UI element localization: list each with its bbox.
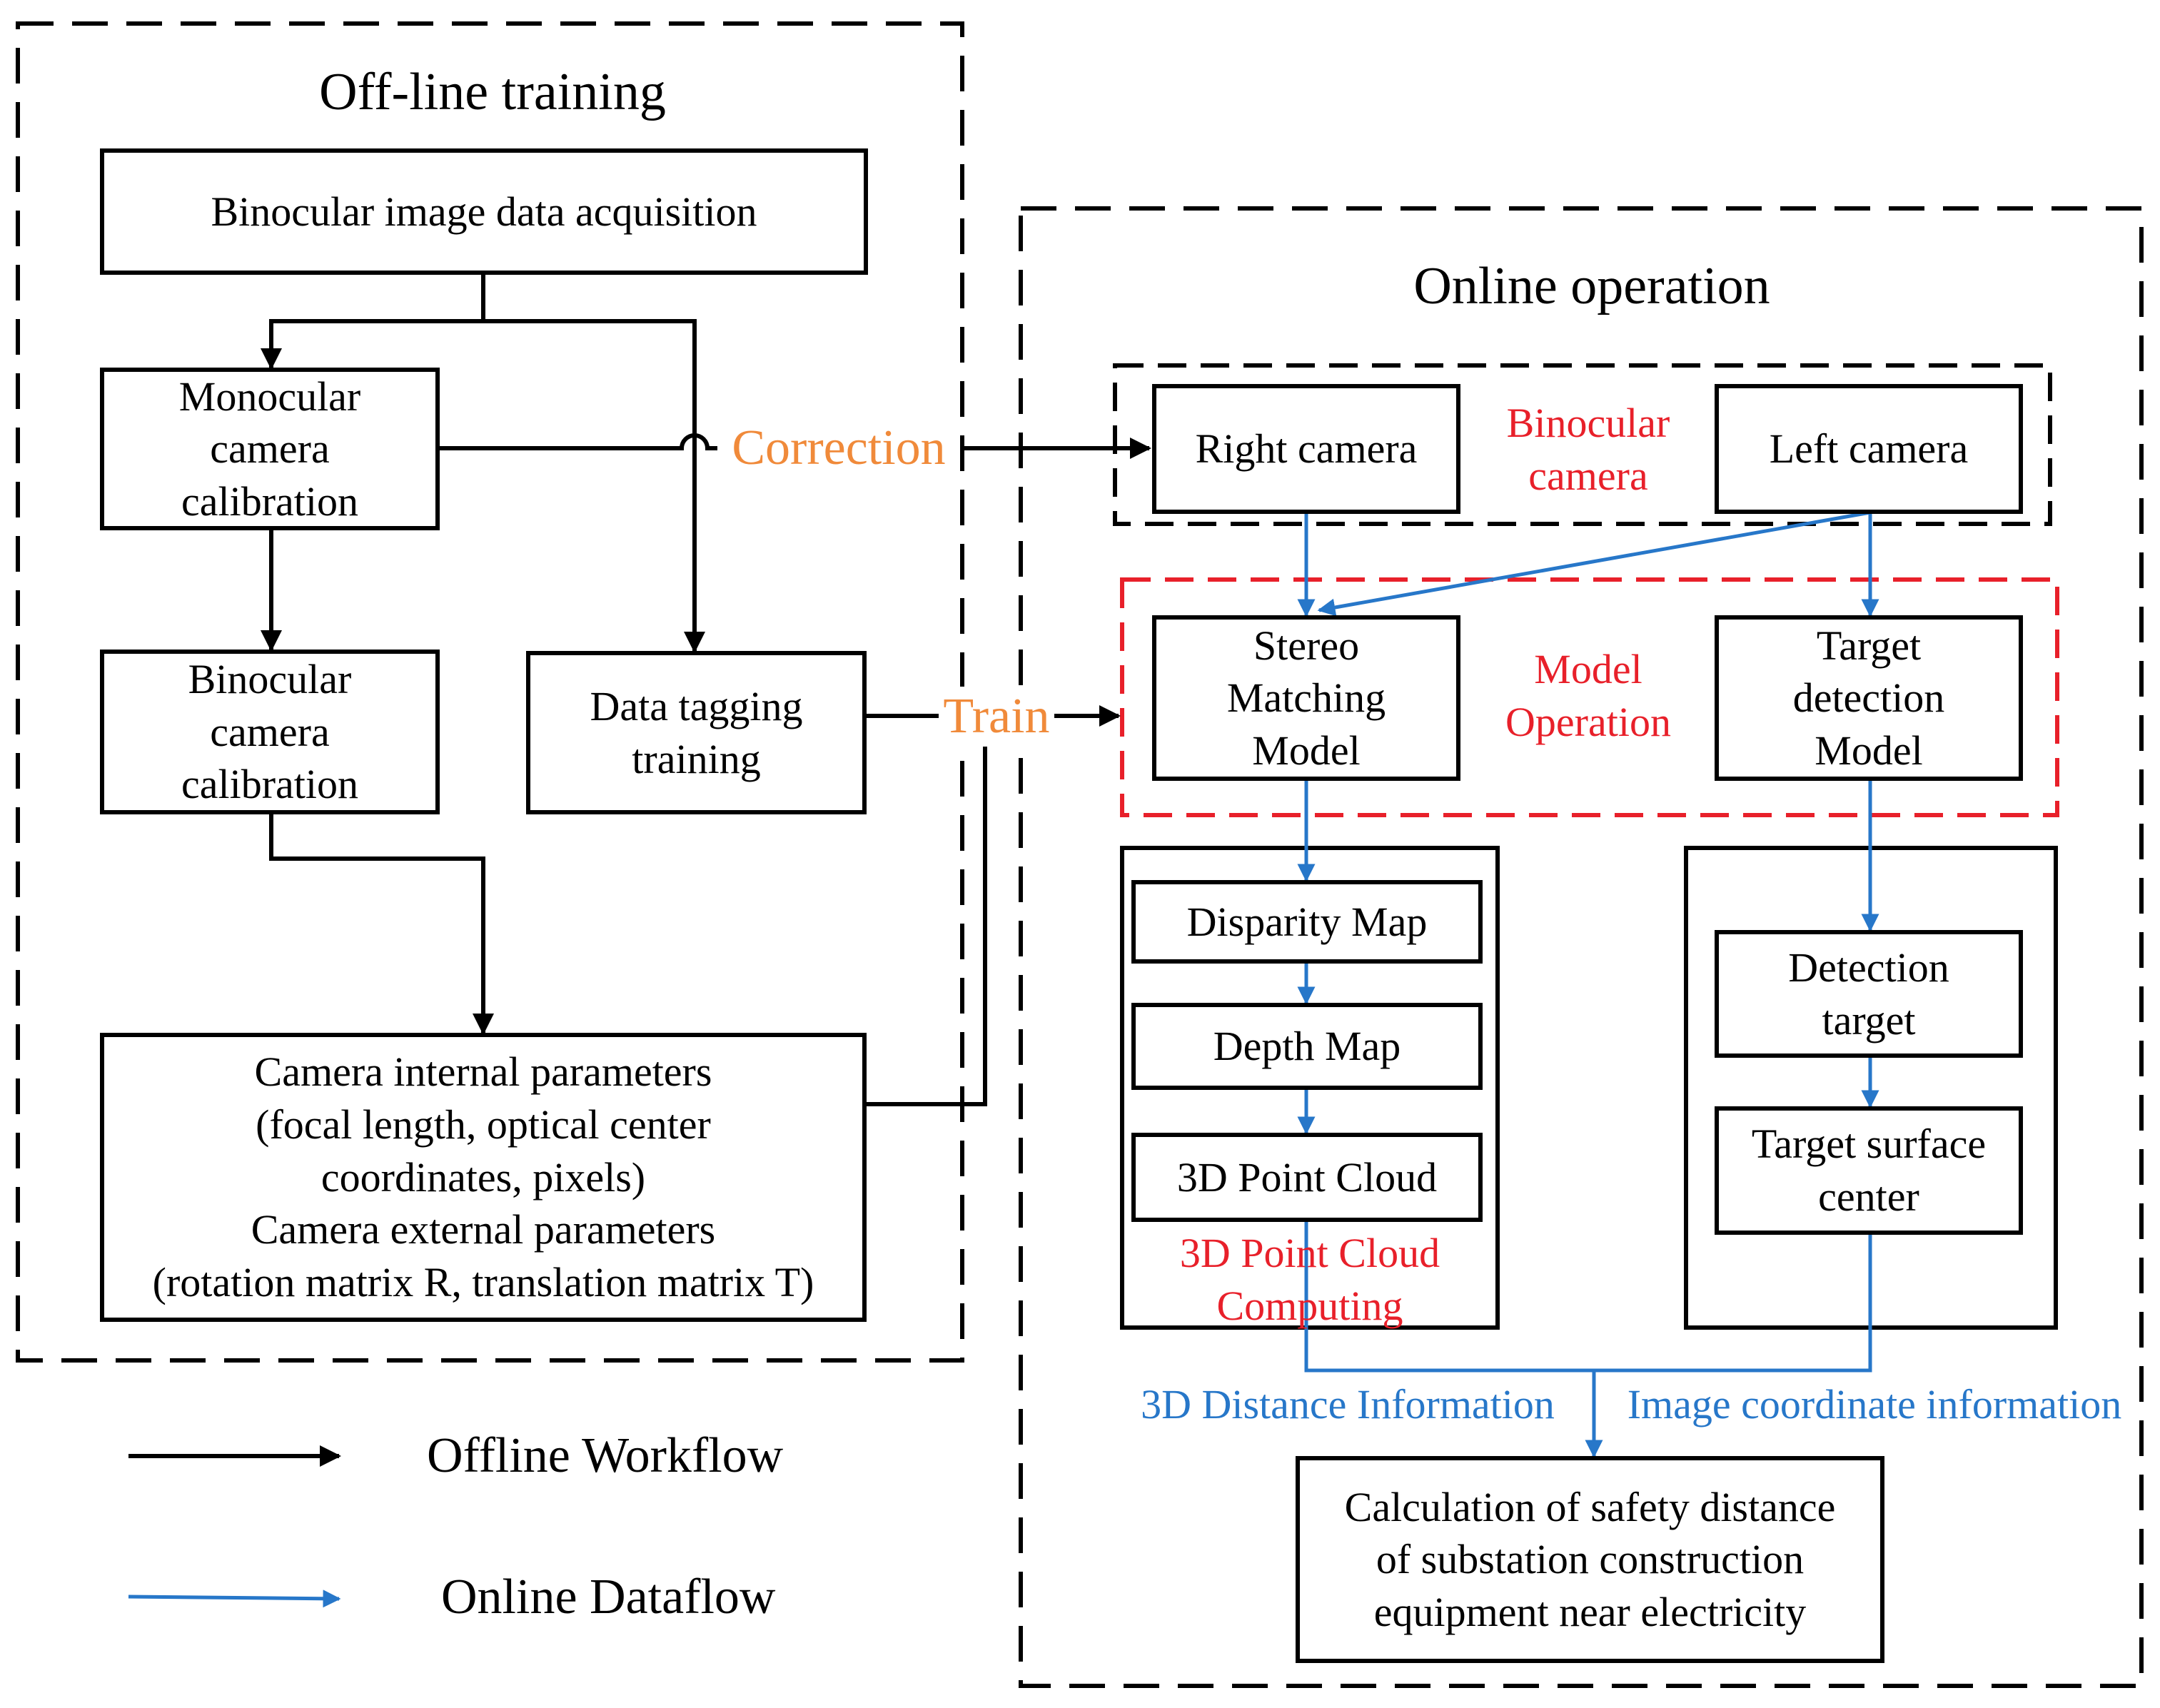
binocular-camera-group-frame — [1113, 363, 2052, 526]
camera-parameters-box: Camera internal parameters (focal length… — [100, 1033, 867, 1322]
point-cloud-computing-label: 3D Point Cloud Computing — [1179, 1230, 1440, 1329]
binocular-camera-label: Binocular camera — [1506, 400, 1670, 499]
distance-info-label: 3D Distance Information — [1141, 1381, 1555, 1428]
data-tagging-box: Data tagging training — [526, 651, 867, 814]
monocular-calibration-box: Monocular camera calibration — [100, 368, 440, 530]
bino-calib-to-parameters-arrow — [269, 813, 494, 1035]
legend-offline-label: Offline Workflow — [427, 1427, 784, 1483]
point-cloud-to-merge-link — [1304, 1221, 1594, 1373]
point-cloud-computing-frame — [1120, 846, 1500, 1330]
train-label: Train — [939, 687, 1054, 747]
right-camera-box: Right camera — [1152, 384, 1460, 514]
online-region-frame — [1019, 206, 2144, 1688]
offline-region-title: Off-line training — [319, 63, 666, 122]
legend-online-arrow — [128, 1590, 341, 1608]
depth-map-box: Depth Map — [1131, 1003, 1483, 1090]
left-camera-box: Left camera — [1715, 384, 2023, 514]
model-operation-label: Model Operation — [1505, 646, 1671, 745]
target-detection-model-box: Target detection Model — [1715, 615, 2023, 781]
correction-label: Correction — [717, 418, 960, 479]
detection-target-box: Detection target — [1715, 930, 2023, 1058]
model-operation-group-frame — [1120, 577, 2059, 817]
correction-arrow — [438, 433, 1151, 459]
data-acquisition-box: Binocular image data acquisition — [100, 148, 868, 275]
left-camera-to-stereo-arrow — [1317, 510, 1871, 617]
binocular-calibration-box: Binocular camera calibration — [100, 650, 440, 814]
stereo-matching-model-box: Stereo Matching Model — [1152, 615, 1460, 781]
image-coordinate-info-label: Image coordinate information — [1627, 1381, 2122, 1428]
legend-online-label: Online Dataflow — [441, 1569, 776, 1624]
target-surface-center-box: Target surface center — [1715, 1106, 2023, 1235]
acquisition-to-mono-calib-arrow — [261, 319, 483, 370]
surface-to-merge-link — [1594, 1233, 1872, 1373]
acquisition-to-tagging-arrow — [483, 319, 705, 653]
disparity-map-box: Disparity Map — [1131, 880, 1483, 964]
parameters-to-train-link — [865, 716, 987, 1106]
point-cloud-box: 3D Point Cloud — [1131, 1133, 1483, 1222]
safety-distance-calculation-box: Calculation of safety distance of substa… — [1296, 1456, 1884, 1663]
online-region-title: Online operation — [1413, 257, 1770, 316]
